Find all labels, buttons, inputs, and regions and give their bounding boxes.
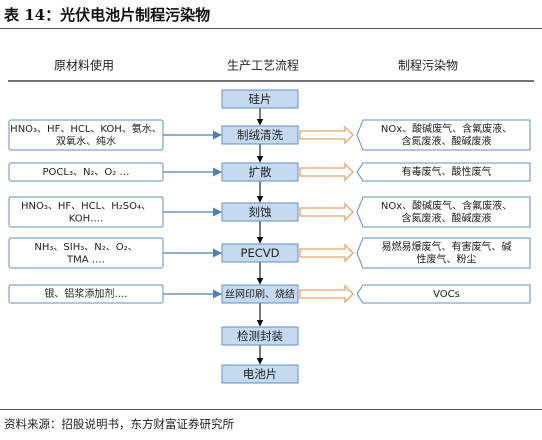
pollutant-text: VOCs [433,289,460,300]
process-step-box [221,89,299,109]
material-text: HNO₃、HF、HCL、KOH、氨水、 [10,122,162,135]
process-step-label: PECVD [241,246,280,260]
process-step-label: 扩散 [249,165,272,179]
pollutant-text: 含氮废液、酸碱废液 [402,211,492,224]
process-step-label: 电池片 [243,367,278,381]
process-step-label: 硅片 [249,92,272,106]
title-rule [0,28,542,29]
process-step-box [221,243,299,263]
pollutant-box [356,162,531,182]
pollutant-box [356,196,531,228]
process-step-box [221,284,299,304]
material-text: 银、铝浆添加剂…. [44,287,127,300]
pollutant-arrow [299,243,354,263]
source-note: 资料来源：招股说明书，东方财富证券研究所 [4,417,234,431]
process-step-label: 检测封装 [237,329,283,343]
process-step-label: 刻蚀 [249,205,272,219]
process-step-label: 丝网印刷、烧结 [225,288,295,301]
pollutant-arrow [299,202,354,222]
process-step-box [221,326,299,346]
pollutant-box [356,237,531,269]
header-process: 生产工艺流程 [227,58,299,73]
pollutant-box [356,119,531,151]
material-text: KOH…. [69,213,104,224]
pollutant-text: 含氮废液、酸碱废液 [402,134,492,147]
pollutant-text: 易燃易爆废气、有害废气、碱 [382,240,512,253]
material-text: HNO₃、HF、HCL、H₂SO₄、 [21,201,151,212]
pollutant-box [356,284,531,304]
pollutant-text: NOx、酸碱废气、含氟废液、 [381,122,512,135]
material-text: NH₃、SIH₃、N₂、O₂、 [34,242,137,253]
process-step-label: 制绒清洗 [237,128,283,142]
header-materials: 原材料使用 [54,58,114,73]
table-title: 表 14：光伏电池片制程污染物 [4,6,211,24]
process-step-box [221,202,299,222]
pollutant-text: 有毒废气、酸性废气 [402,165,492,178]
material-text: TMA …. [66,254,105,265]
process-step-box [221,364,299,384]
process-step-box [221,162,299,182]
material-text: 双氧水、纯水 [56,134,116,147]
pollutant-arrow [299,162,354,182]
pollutant-text: NOx、酸碱废气、含氟废液、 [381,199,512,212]
source-rule [0,409,542,410]
header-pollutants: 制程污染物 [398,58,458,73]
process-step-box [221,125,299,145]
pollutant-arrow [299,125,354,145]
pollutant-arrow [299,284,354,304]
pollutant-text: 性废气、粉尘 [417,252,477,265]
material-text: POCL₃、N₂、O₂ … [42,167,129,178]
